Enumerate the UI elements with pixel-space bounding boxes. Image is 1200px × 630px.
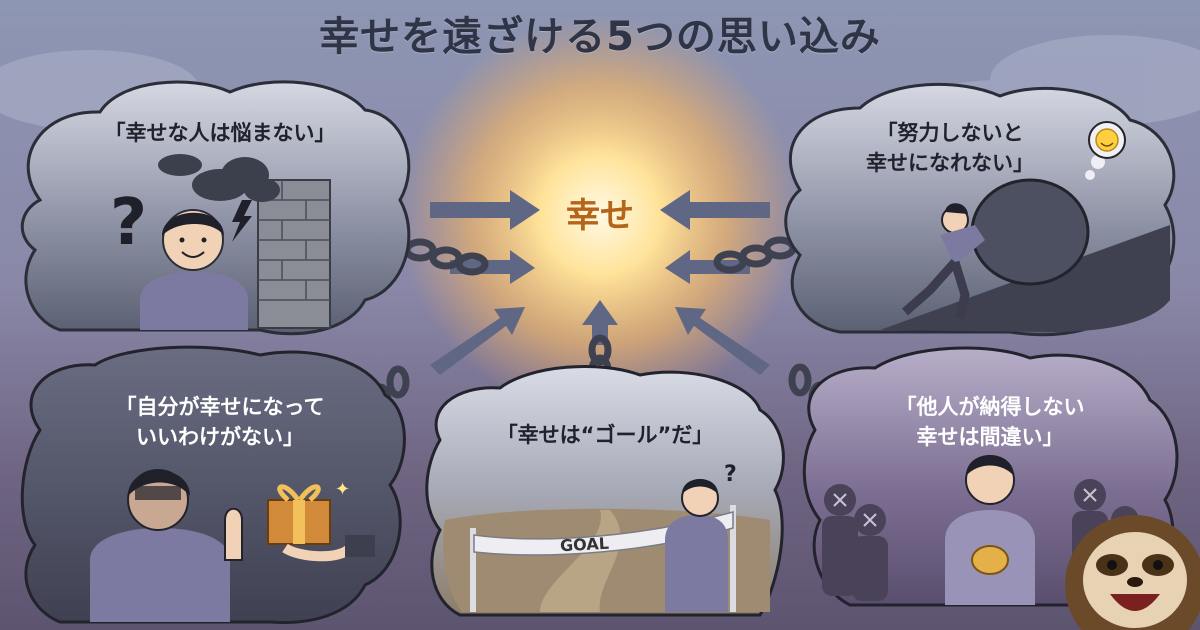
boulder [970,178,1090,286]
smiling-person [140,209,248,330]
arrow-right-low [675,307,770,375]
myth-5-line-2: 幸せは間違い」 [916,425,1064,449]
myth-3-line-1: 「自分が幸せになって [115,395,325,419]
gift-box-icon [267,484,375,562]
arrow-left-top [430,190,540,230]
question-mark-icon: ? [110,186,148,260]
arrow-right-mid [665,250,750,284]
arrow-left-low [430,307,525,375]
goal-post-right [730,505,736,612]
myth-1-line-1: 「幸せな人は悩まない」 [104,121,336,145]
myth-2-line-2: 幸せになれない」 [866,151,1034,175]
arrow-right-top [660,190,770,230]
lightning-icon [232,200,252,242]
thinking-person [665,479,728,612]
myth-3-text: 「自分が幸せになって いいわけがない」 [60,392,380,452]
brick-wall [257,179,331,329]
myth-3-line-2: いいわけがない」 [136,425,304,449]
myth-2-line-1: 「努力しないと [876,121,1024,145]
small-question-mark-icon: ? [724,462,737,487]
goal-tape [473,511,734,556]
goal-post-left [470,528,476,612]
worried-person [945,455,1035,605]
myth-4-text: 「幸せは“ゴール”だ」 [460,420,750,450]
myth-2-text: 「努力しないと 幸せになれない」 [820,118,1080,178]
bubble-myth-2 [784,82,1176,337]
storm-cloud-icon [158,154,280,202]
bubble-myth-4 [425,364,785,617]
bubble-myth-1 [20,80,411,336]
myth-5-line-1: 「他人が納得しない [895,395,1085,419]
myth-5-text: 「他人が納得しない 幸せは間違い」 [840,392,1140,452]
myth-1-text: 「幸せな人は悩まない」 [60,118,380,148]
glowing-stone-icon [971,545,1009,575]
arrow-bottom [582,300,618,345]
arrows [430,190,770,375]
arrow-left-mid [450,250,535,284]
goal-tape-label: GOAL [559,533,610,556]
sloth-mascot [1065,515,1200,630]
center-happiness-label: 幸せ [566,196,634,236]
sad-person [90,469,243,622]
myth-4-line-1: 「幸せは“ゴール”だ」 [496,423,714,447]
pushing-person [902,203,985,319]
page-title: 幸せを遠ざける5つの思い込み [319,14,881,60]
sparkle-icon: ✦ [335,479,350,500]
bubble-myth-3: ✦ [20,345,406,624]
